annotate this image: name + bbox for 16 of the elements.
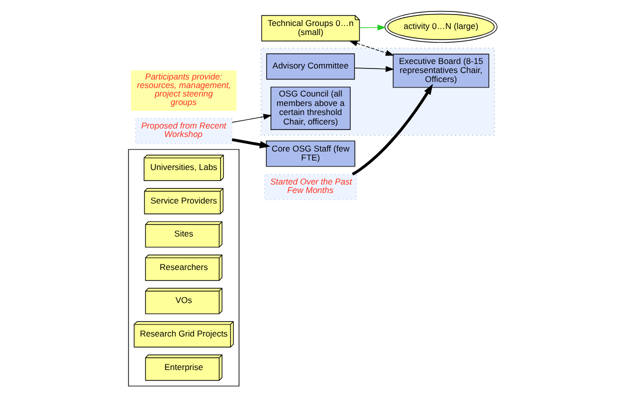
cluster [128,149,240,386]
node-box: Proposed from Recent Workshop [135,118,232,144]
cluster [260,48,495,136]
node-box: Participants provide: resources, management, project steering groups [130,70,237,111]
node-box: Executive Board (8-15 representatives Chair, Officers) [392,54,490,88]
node-box: Started Over the Past Few Months [264,174,357,200]
arrow [348,40,394,56]
node-ellipse: activity 0…N (large) [384,10,498,43]
arrow [352,84,433,176]
node-box: Advisory Committee [266,53,355,80]
node-box: Core OSG Staff (few FTE) [266,140,356,167]
arrow [232,138,270,148]
arrow [232,114,272,123]
arrow [359,24,386,31]
node-box: OSG Council (all members above a certain threshold Chair, officers) [270,86,351,130]
arrow [354,66,394,72]
